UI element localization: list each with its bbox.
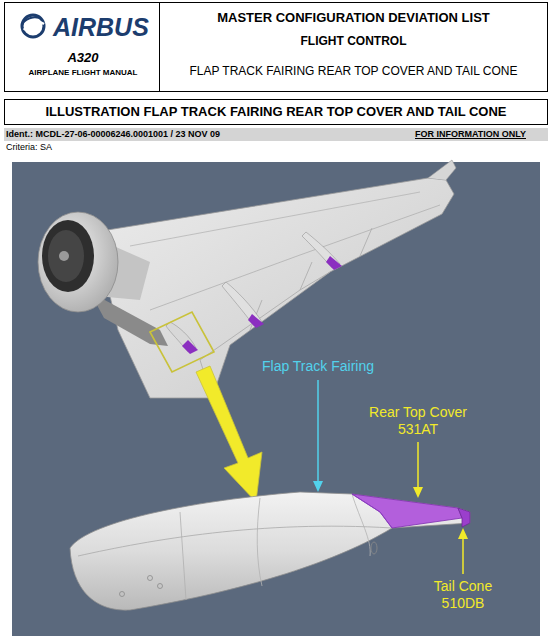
criteria-line: Criteria: SA: [6, 142, 126, 152]
title-cell: MASTER CONFIGURATION DEVIATION LIST FLIGH…: [159, 2, 548, 92]
illustration-title-box: ILLUSTRATION FLAP TRACK FAIRING REAR TOP…: [4, 99, 548, 125]
manual-name: AIRPLANE FLIGHT MANUAL: [5, 68, 161, 77]
rear-top-cover: [352, 494, 462, 528]
part-name: Rear Top Cover: [358, 404, 478, 420]
company-logo: AIRBUS: [53, 13, 159, 42]
chapter-title: FLIGHT CONTROL: [164, 35, 543, 49]
part-name: Tail Cone: [404, 578, 522, 594]
illustration-ground: [12, 162, 540, 636]
wing-fairings: [166, 232, 342, 354]
zoom-arrow: [196, 366, 262, 502]
ident-bar: [4, 128, 548, 141]
aircraft-type: A320: [5, 51, 161, 66]
wing: [95, 160, 456, 398]
part-name: Flap Track Fairing: [248, 358, 388, 374]
fairing-detail: [70, 492, 470, 610]
section-title: FLAP TRACK FAIRING REAR TOP COVER AND TA…: [164, 65, 543, 79]
engine: [38, 212, 168, 346]
info-note: FOR INFORMATION ONLY: [380, 129, 526, 139]
document-title: MASTER CONFIGURATION DEVIATION LIST: [164, 11, 543, 26]
illustration-title: ILLUSTRATION FLAP TRACK FAIRING REAR TOP…: [9, 105, 543, 120]
ident-line: Ident.: MCDL-27-06-00006246.0001001 / 23…: [6, 129, 366, 139]
panel-number: 531AT: [358, 421, 478, 437]
panel-number: 510DB: [404, 595, 522, 611]
highlight-frame: [150, 312, 214, 372]
tail-cone: [458, 508, 470, 527]
logo-swirl: [22, 15, 44, 37]
logo-cell: AIRBUS A320AIRPLANE FLIGHT MANUAL: [4, 2, 160, 92]
